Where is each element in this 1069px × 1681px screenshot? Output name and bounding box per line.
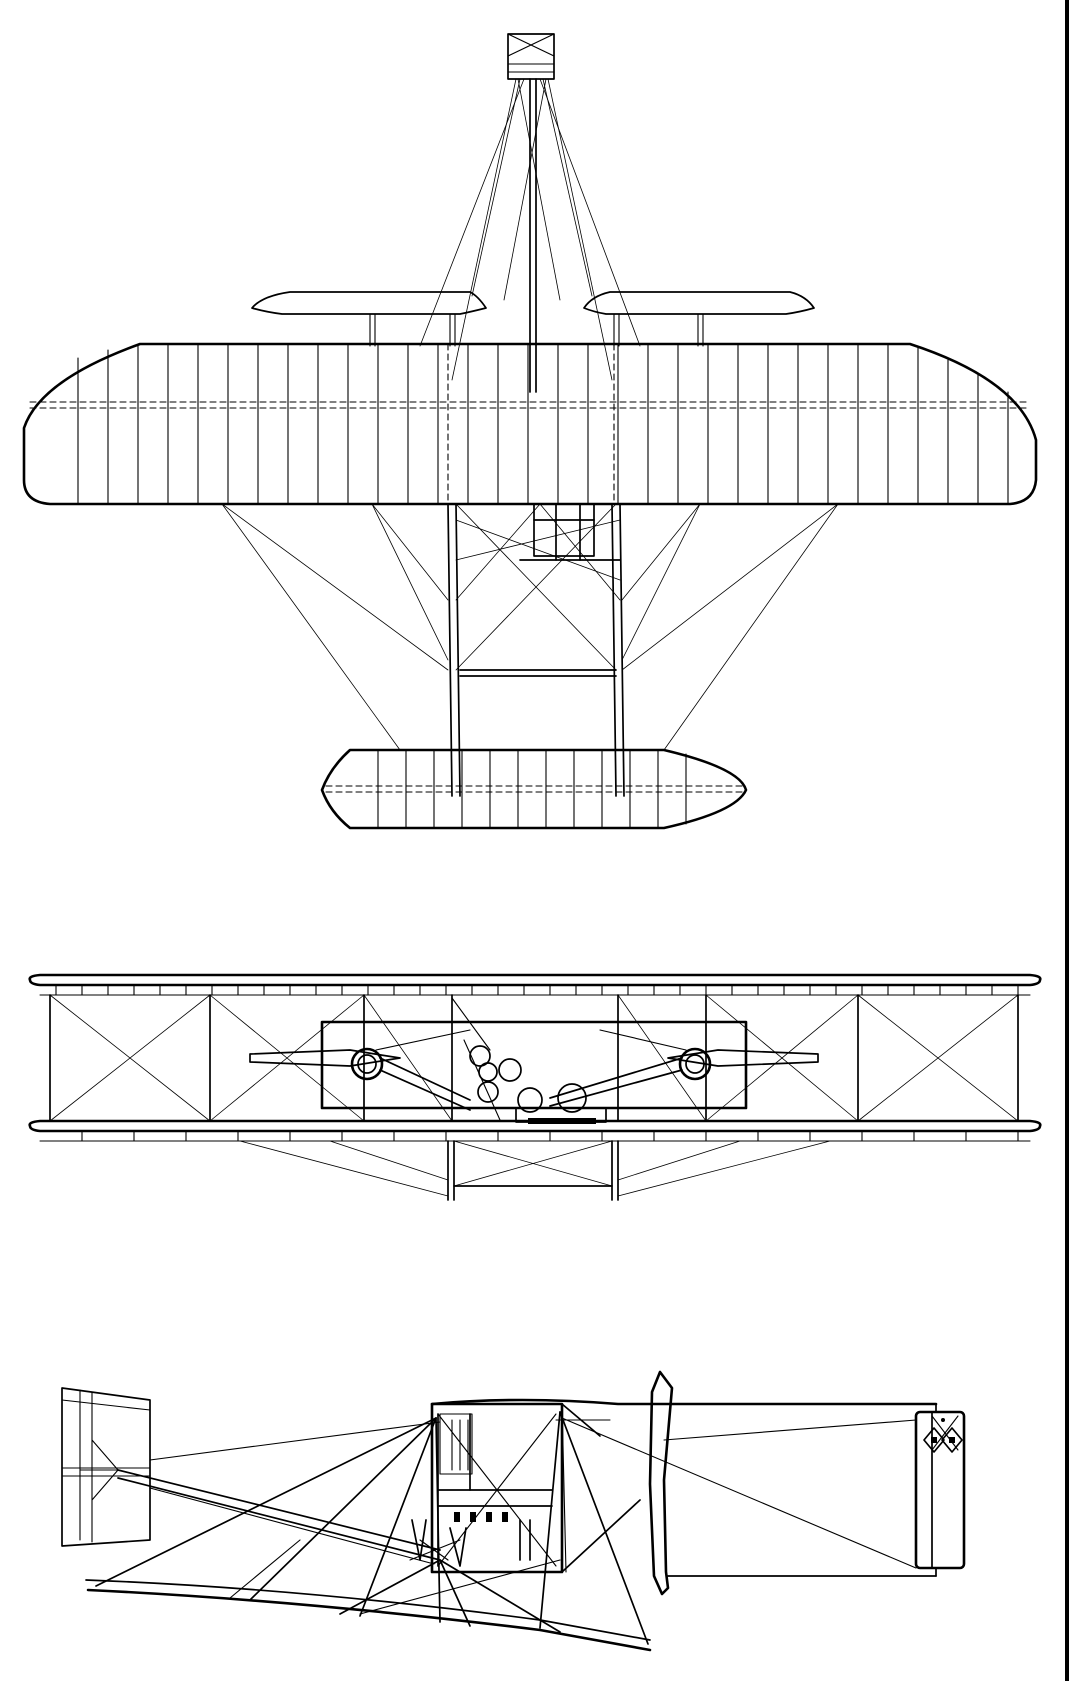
- side-view: [61, 1370, 966, 1652]
- front-struts: [49, 994, 1019, 1122]
- side-forward-booms: [561, 1403, 937, 1577]
- side-propeller-edge: [648, 1370, 674, 1596]
- bracing-wires-top: [221, 503, 839, 751]
- front-skids: [239, 1140, 831, 1201]
- forward-booms-top: [447, 503, 625, 797]
- front-lower-rib-ticks: [39, 1130, 1031, 1142]
- front-engine-seats: [451, 997, 607, 1124]
- page-border-right: [1065, 0, 1069, 1681]
- front-view: [28, 973, 1042, 1201]
- crossed-flags-insignia: [923, 1415, 963, 1453]
- side-tail-booms: [117, 1421, 441, 1565]
- tail-wires-top: [419, 78, 641, 393]
- front-cross-bracing: [49, 994, 1019, 1122]
- front-upper-rib-ticks: [39, 984, 1031, 996]
- front-center-frame: [320, 1020, 748, 1110]
- side-center-cage: [409, 1398, 938, 1574]
- elevator-halves-top: [251, 291, 815, 347]
- canard-top: [320, 748, 748, 830]
- side-rudder: [61, 1387, 151, 1547]
- side-skid: [86, 1588, 652, 1652]
- front-chain-drives: [375, 1029, 687, 1111]
- rudder-top: [507, 33, 555, 80]
- front-propellers: [249, 1047, 819, 1081]
- side-front-elevator: [914, 1403, 966, 1577]
- main-wing-ribs: [77, 343, 1009, 505]
- main-wing-top: [22, 342, 1038, 506]
- top-view: [22, 33, 1038, 830]
